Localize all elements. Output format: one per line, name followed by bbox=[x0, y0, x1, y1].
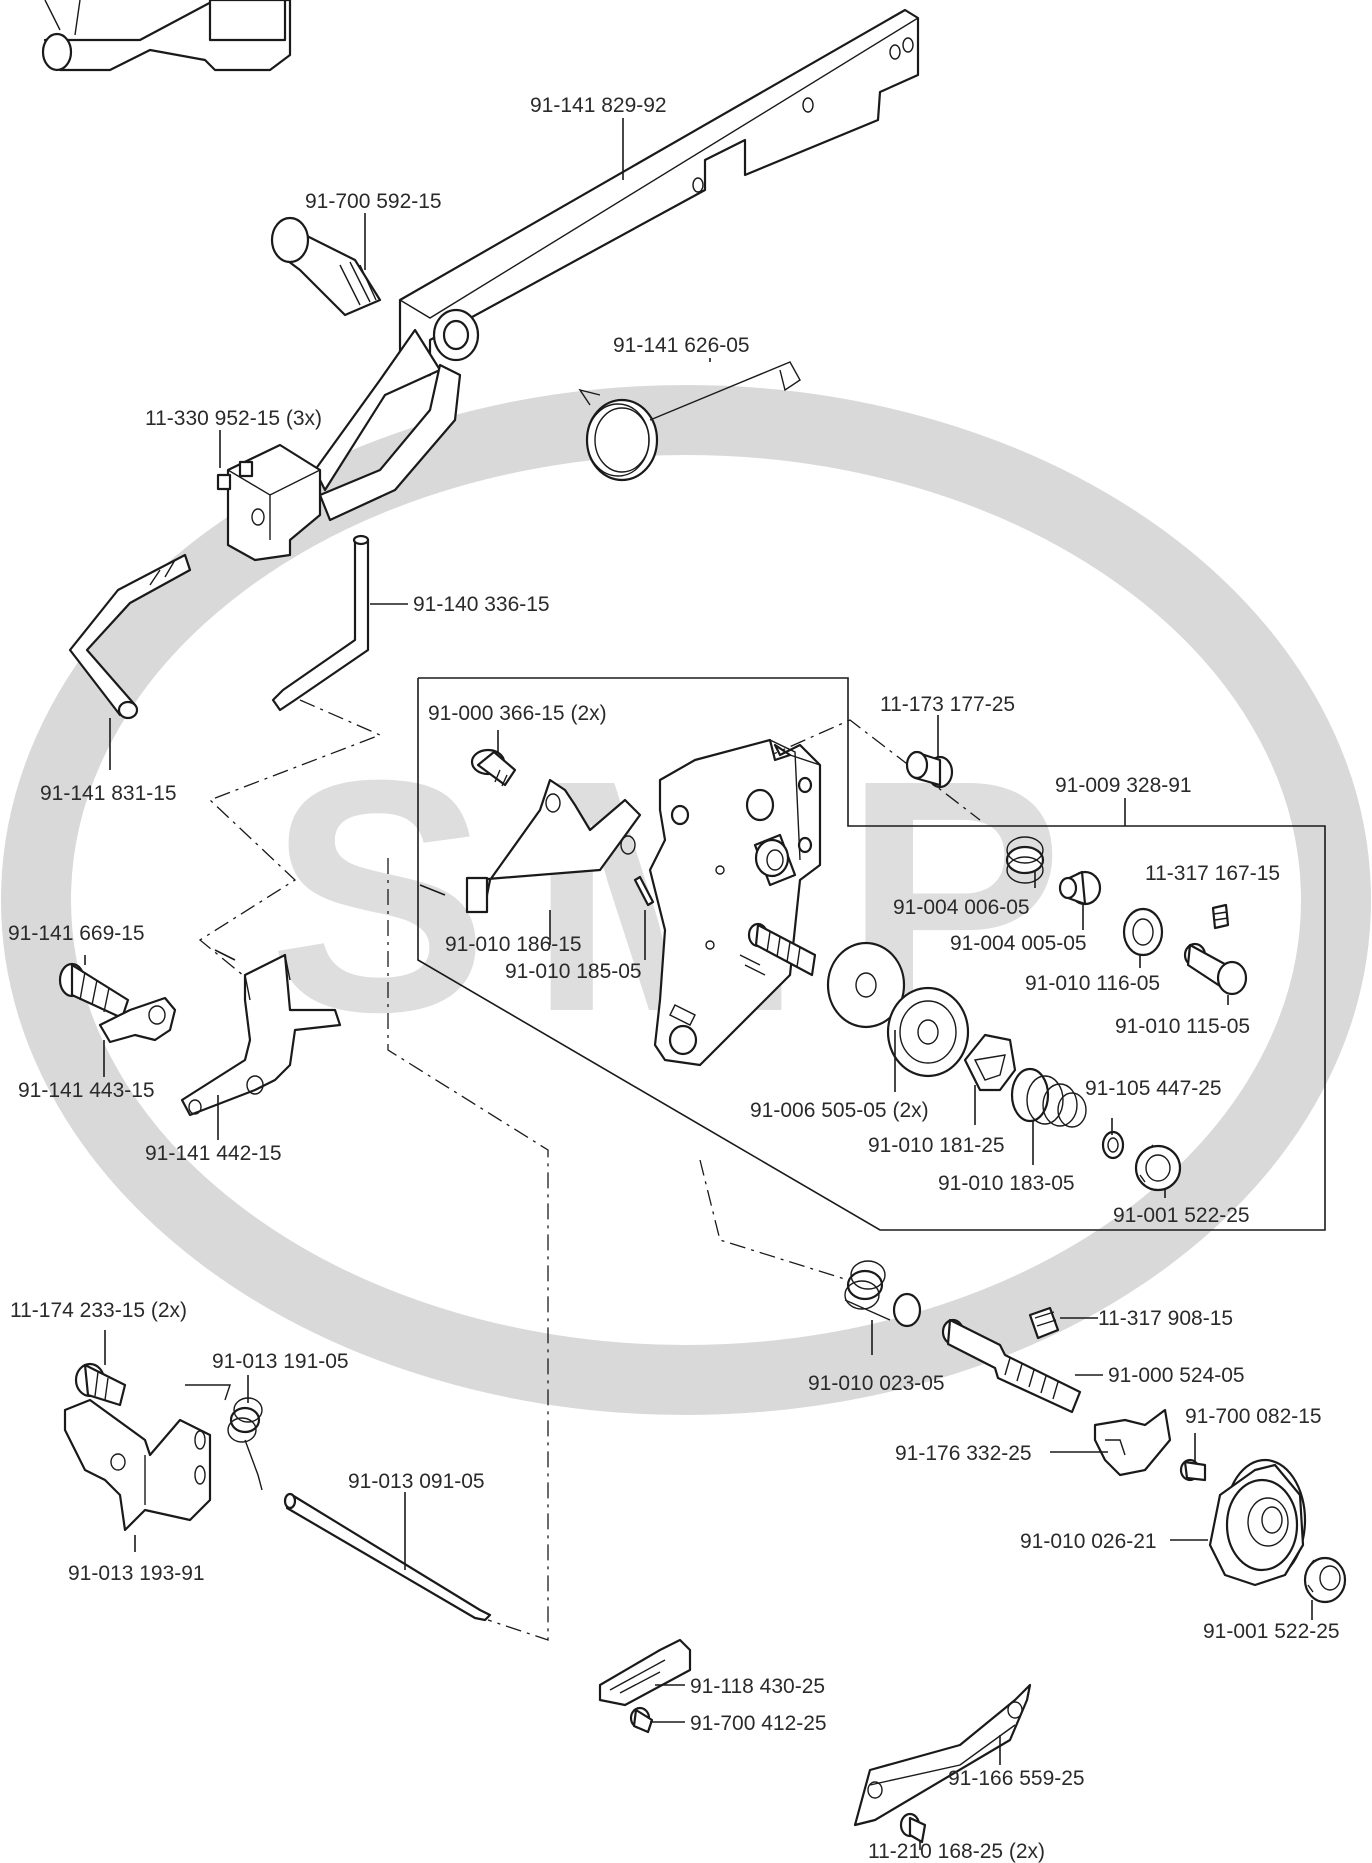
label-91-010-023-05: 91-010 023-05 bbox=[808, 1372, 945, 1395]
mounting-plate bbox=[648, 738, 822, 1067]
set-screw-167 bbox=[1211, 903, 1230, 930]
label-91-700-412-25: 91-700 412-25 bbox=[690, 1712, 827, 1735]
screw-669 bbox=[58, 962, 130, 1020]
assembly-outline bbox=[198, 677, 1326, 1641]
screw-412 bbox=[629, 1706, 654, 1734]
label-91-176-332-25: 91-176 332-25 bbox=[895, 1442, 1032, 1465]
label-91-700-592-15: 91-700 592-15 bbox=[305, 190, 442, 213]
screw-082 bbox=[1179, 1458, 1207, 1482]
torsion-spring bbox=[578, 361, 801, 482]
screw-366 bbox=[470, 748, 517, 787]
label-91-013-193-91: 91-013 193-91 bbox=[68, 1562, 205, 1585]
label-91-141-442-15: 91-141 442-15 bbox=[145, 1142, 282, 1165]
label-91-013-191-05: 91-013 191-05 bbox=[212, 1350, 349, 1373]
tension-disc-2 bbox=[886, 986, 970, 1078]
bracket-430 bbox=[598, 1638, 692, 1707]
label-91-118-430-25: 91-118 430-25 bbox=[690, 1675, 825, 1698]
shoulder-bolt bbox=[270, 216, 382, 317]
spring-023 bbox=[844, 1260, 922, 1328]
label-91-010-115-05: 91-010 115-05 bbox=[1115, 1015, 1250, 1038]
label-91-006-505-05: 91-006 505-05 (2x) bbox=[750, 1099, 929, 1122]
leader-lines bbox=[84, 118, 1313, 1850]
pin-185 bbox=[633, 875, 655, 907]
label-91-001-522-25-lower: 91-001 522-25 bbox=[1203, 1620, 1340, 1643]
label-11-317-908-15: 11-317 908-15 bbox=[1098, 1307, 1233, 1330]
check-spring-181 bbox=[963, 1033, 1017, 1092]
long-rod-091 bbox=[283, 1492, 492, 1622]
label-91-004-005-05: 91-004 005-05 bbox=[950, 932, 1087, 955]
label-11-317-167-15: 11-317 167-15 bbox=[1145, 862, 1280, 885]
bent-rod-left bbox=[68, 553, 192, 720]
knurled-nut-upper bbox=[1134, 1144, 1182, 1192]
label-91-010-183-05: 91-010 183-05 bbox=[938, 1172, 1075, 1195]
threaded-stud bbox=[739, 922, 817, 977]
label-11-173-177-25: 11-173 177-25 bbox=[880, 693, 1015, 716]
washer-116 bbox=[1122, 907, 1164, 957]
guide-193 bbox=[63, 1398, 212, 1532]
shaft-524 bbox=[941, 1318, 1082, 1414]
screw-233 bbox=[74, 1362, 127, 1407]
bracket-186 bbox=[465, 778, 642, 914]
pin-115 bbox=[1183, 942, 1248, 996]
guard-332 bbox=[1093, 1408, 1172, 1477]
label-11-330-952-15: 11-330 952-15 (3x) bbox=[145, 407, 322, 430]
label-91-010-186-15: 91-010 186-15 bbox=[445, 933, 582, 956]
label-91-166-559-25: 91-166 559-25 bbox=[948, 1767, 1085, 1790]
bent-rod-upper bbox=[271, 534, 370, 712]
wheel-026 bbox=[1208, 1458, 1307, 1587]
spring-191 bbox=[185, 1384, 263, 1491]
plate-559 bbox=[853, 1683, 1032, 1827]
label-91-700-082-15: 91-700 082-15 bbox=[1185, 1405, 1322, 1428]
label-11-174-233-15: 11-174 233-15 (2x) bbox=[10, 1299, 187, 1322]
label-91-141-831-15: 91-141 831-15 bbox=[40, 782, 177, 805]
label-91-140-336-15: 91-140 336-15 bbox=[413, 593, 550, 616]
tension-disc-1 bbox=[826, 941, 906, 1029]
label-91-105-447-25: 91-105 447-25 bbox=[1085, 1077, 1222, 1100]
label-91-000-366-15: 91-000 366-15 (2x) bbox=[428, 702, 607, 725]
label-91-001-522-25-upper: 91-001 522-25 bbox=[1113, 1204, 1250, 1227]
label-91-141-829-92: 91-141 829-92 bbox=[530, 94, 667, 117]
bracket-442 bbox=[180, 953, 342, 1117]
bushing-005 bbox=[1058, 870, 1102, 906]
screw-177 bbox=[905, 750, 954, 789]
screw-168 bbox=[899, 1812, 927, 1844]
small-spring-006 bbox=[1005, 836, 1045, 884]
nut-447 bbox=[1101, 1130, 1125, 1160]
label-91-004-006-05: 91-004 006-05 bbox=[893, 896, 1030, 919]
set-screw-908 bbox=[1028, 1306, 1060, 1340]
label-91-141-626-05: 91-141 626-05 bbox=[613, 334, 750, 357]
label-91-013-091-05: 91-013 091-05 bbox=[348, 1470, 485, 1493]
knurled-nut-lower bbox=[1303, 1556, 1347, 1604]
cone-spring-183 bbox=[1010, 1067, 1087, 1128]
clamp-block bbox=[216, 443, 322, 562]
label-91-010-181-25: 91-010 181-25 bbox=[868, 1134, 1005, 1157]
label-91-000-524-05: 91-000 524-05 bbox=[1108, 1364, 1245, 1387]
label-91-010-116-05: 91-010 116-05 bbox=[1025, 972, 1160, 995]
washer-443 bbox=[98, 996, 177, 1044]
part-labels: 91-141 829-92 91-700 592-15 91-141 626-0… bbox=[8, 94, 1340, 1863]
label-11-210-168-25: 11-210 168-25 (2x) bbox=[868, 1840, 1045, 1863]
machine-thumbnail bbox=[41, 0, 292, 72]
label-91-010-026-21: 91-010 026-21 bbox=[1020, 1530, 1157, 1553]
label-91-009-328-91: 91-009 328-91 bbox=[1055, 774, 1192, 797]
label-91-010-185-05: 91-010 185-05 bbox=[505, 960, 642, 983]
label-91-141-443-15: 91-141 443-15 bbox=[18, 1079, 155, 1102]
main-arm bbox=[313, 8, 920, 522]
label-91-141-669-15: 91-141 669-15 bbox=[8, 922, 145, 945]
